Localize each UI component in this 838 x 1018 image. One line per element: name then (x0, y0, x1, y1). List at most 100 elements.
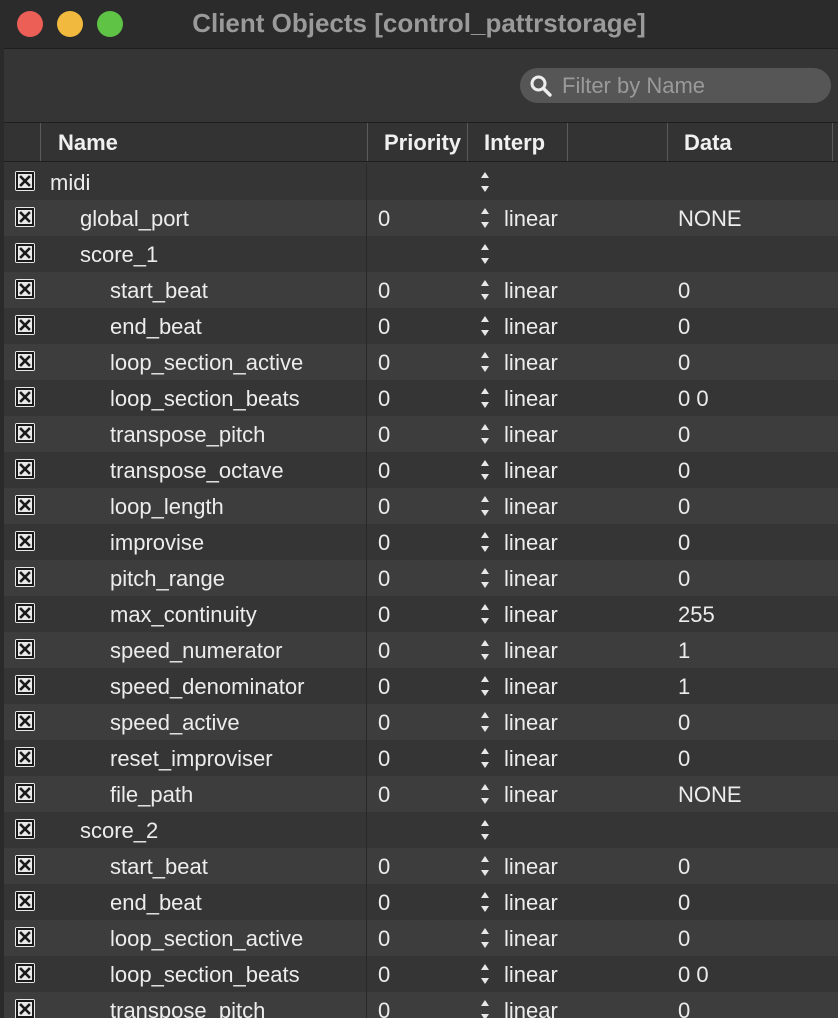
row-priority[interactable]: 0 (378, 458, 391, 483)
row-priority[interactable]: 0 (378, 782, 391, 807)
interp-stepper-icon[interactable] (478, 745, 492, 771)
row-interp[interactable]: linear (504, 458, 558, 483)
close-button[interactable] (17, 11, 43, 37)
row-checkbox[interactable] (15, 675, 35, 695)
row-checkbox[interactable] (15, 315, 35, 335)
row-priority[interactable]: 0 (378, 278, 391, 303)
column-separator[interactable] (832, 123, 833, 161)
row-checkbox[interactable] (15, 567, 35, 587)
row-interp[interactable]: linear (504, 710, 558, 735)
row-checkbox[interactable] (15, 639, 35, 659)
row-priority[interactable]: 0 (378, 746, 391, 771)
filter-input[interactable] (562, 68, 812, 103)
interp-stepper-icon[interactable] (478, 385, 492, 411)
row-priority[interactable]: 0 (378, 602, 391, 627)
row-interp[interactable]: linear (504, 998, 558, 1018)
interp-stepper-icon[interactable] (478, 961, 492, 987)
column-separator[interactable] (567, 123, 568, 161)
row-checkbox[interactable] (15, 387, 35, 407)
row-checkbox[interactable] (15, 207, 35, 227)
row-checkbox[interactable] (15, 531, 35, 551)
interp-stepper-icon[interactable] (478, 205, 492, 231)
interp-stepper-icon[interactable] (478, 637, 492, 663)
interp-stepper-icon[interactable] (478, 925, 492, 951)
row-priority[interactable]: 0 (378, 422, 391, 447)
table-row[interactable]: midi (0, 164, 838, 200)
row-checkbox[interactable] (15, 603, 35, 623)
row-priority[interactable]: 0 (378, 890, 391, 915)
table-row[interactable]: score_1 (0, 236, 838, 272)
row-checkbox[interactable] (15, 495, 35, 515)
row-interp[interactable]: linear (504, 494, 558, 519)
interp-stepper-icon[interactable] (478, 709, 492, 735)
interp-stepper-icon[interactable] (478, 169, 492, 195)
row-priority[interactable]: 0 (378, 386, 391, 411)
column-separator[interactable] (40, 123, 41, 161)
column-header-name[interactable]: Name (58, 130, 118, 155)
interp-stepper-icon[interactable] (478, 457, 492, 483)
row-priority[interactable]: 0 (378, 710, 391, 735)
interp-stepper-icon[interactable] (478, 241, 492, 267)
row-checkbox[interactable] (15, 459, 35, 479)
interp-stepper-icon[interactable] (478, 493, 492, 519)
row-priority[interactable]: 0 (378, 206, 391, 231)
row-checkbox[interactable] (15, 963, 35, 983)
row-priority[interactable]: 0 (378, 998, 391, 1018)
column-separator[interactable] (367, 123, 368, 161)
row-priority[interactable]: 0 (378, 926, 391, 951)
row-checkbox[interactable] (15, 891, 35, 911)
row-interp[interactable]: linear (504, 962, 558, 987)
row-checkbox[interactable] (15, 819, 35, 839)
interp-stepper-icon[interactable] (478, 853, 492, 879)
row-interp[interactable]: linear (504, 278, 558, 303)
interp-stepper-icon[interactable] (478, 601, 492, 627)
interp-stepper-icon[interactable] (478, 673, 492, 699)
row-interp[interactable]: linear (504, 206, 558, 231)
minimize-button[interactable] (57, 11, 83, 37)
row-interp[interactable]: linear (504, 386, 558, 411)
row-priority[interactable]: 0 (378, 854, 391, 879)
row-priority[interactable]: 0 (378, 674, 391, 699)
row-interp[interactable]: linear (504, 314, 558, 339)
table-row[interactable]: score_2 (0, 812, 838, 848)
row-interp[interactable]: linear (504, 890, 558, 915)
row-checkbox[interactable] (15, 783, 35, 803)
interp-stepper-icon[interactable] (478, 529, 492, 555)
interp-stepper-icon[interactable] (478, 997, 492, 1018)
row-interp[interactable]: linear (504, 602, 558, 627)
row-interp[interactable]: linear (504, 422, 558, 447)
row-checkbox[interactable] (15, 711, 35, 731)
row-checkbox[interactable] (15, 279, 35, 299)
row-checkbox[interactable] (15, 171, 35, 191)
interp-stepper-icon[interactable] (478, 349, 492, 375)
row-interp[interactable]: linear (504, 782, 558, 807)
interp-stepper-icon[interactable] (478, 817, 492, 843)
title-bar[interactable]: Client Objects [control_pattrstorage] (0, 0, 838, 48)
maximize-button[interactable] (97, 11, 123, 37)
interp-stepper-icon[interactable] (478, 781, 492, 807)
row-checkbox[interactable] (15, 927, 35, 947)
row-interp[interactable]: linear (504, 926, 558, 951)
row-checkbox[interactable] (15, 747, 35, 767)
row-checkbox[interactable] (15, 855, 35, 875)
filter-field[interactable] (520, 68, 831, 103)
column-separator[interactable] (467, 123, 468, 161)
column-header-priority[interactable]: Priority (384, 130, 462, 155)
row-interp[interactable]: linear (504, 638, 558, 663)
row-checkbox[interactable] (15, 999, 35, 1018)
